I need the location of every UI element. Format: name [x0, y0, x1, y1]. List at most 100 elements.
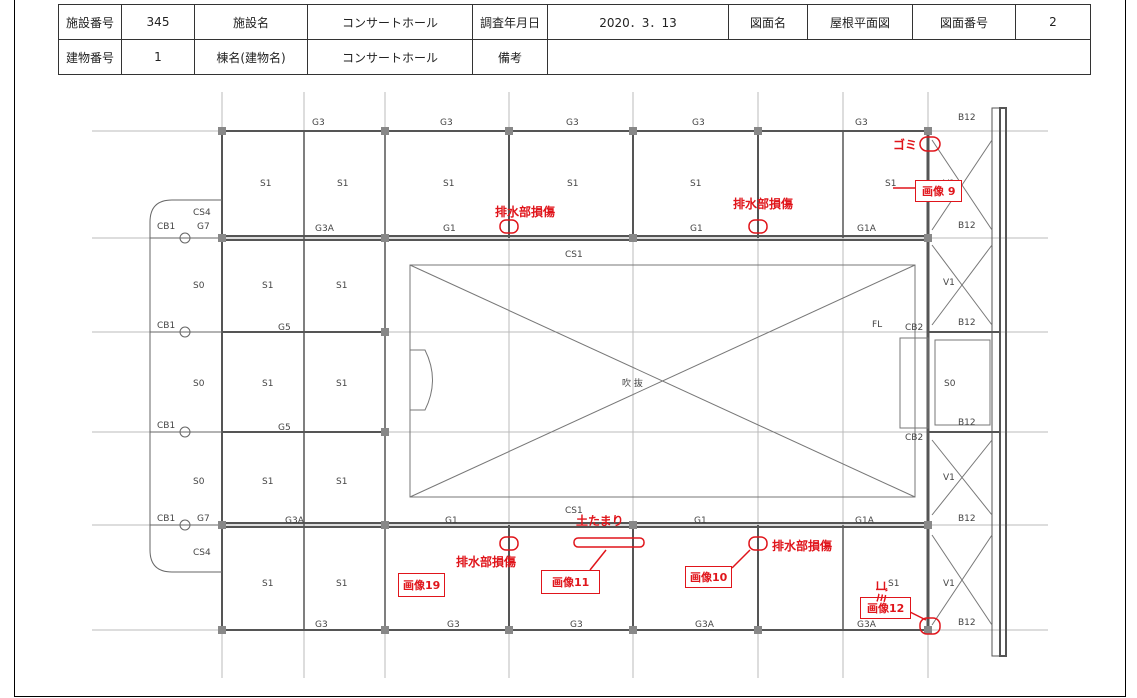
drain-marker-1	[499, 219, 519, 234]
beam-label: G3	[855, 118, 868, 128]
gomi-top-marker	[919, 136, 941, 152]
gomi-bottom-marker	[919, 617, 941, 635]
slab-label: S1	[337, 179, 348, 189]
slab-label: S1	[888, 579, 899, 589]
building-name-label: 棟名(建物名)	[194, 39, 308, 75]
slab-label: CB1	[157, 321, 175, 331]
drain-marker-3	[499, 536, 519, 551]
drain-damage-label-4: 排水部損傷	[772, 539, 833, 553]
slab-label: S1	[262, 579, 273, 589]
slab-label: S1	[262, 281, 273, 291]
slab-label: S1	[443, 179, 454, 189]
slab-label: S0	[193, 281, 205, 291]
beam-label: B12	[958, 418, 976, 428]
slab-label: S1	[567, 179, 578, 189]
slab-label: S1	[262, 379, 273, 389]
beam-label: G5	[278, 423, 291, 433]
photo19-tag: 画像19	[398, 573, 446, 597]
slab-label: S1	[262, 477, 273, 487]
survey-date-label: 調査年月日	[472, 4, 548, 40]
beam-label: G3A	[695, 620, 715, 630]
soil-pool-marker	[573, 537, 645, 548]
facility-name-value: コンサートホール	[307, 4, 473, 40]
remarks-value	[547, 39, 1091, 75]
beam-label: B12	[958, 514, 976, 524]
drain-damage-label-3: 排水部損傷	[456, 555, 517, 569]
drain-damage-label-2: 排水部損傷	[733, 197, 794, 211]
beam-label: G3A	[315, 224, 335, 234]
remarks-label: 備考	[472, 39, 548, 75]
column-marks	[218, 127, 932, 634]
beam-label: G1A	[855, 516, 875, 526]
document-frame	[14, 0, 1126, 697]
slab-label: CS4	[193, 208, 211, 218]
beam-label: G3	[570, 620, 583, 630]
beam-label: G3	[440, 118, 453, 128]
slab-label: S0	[193, 477, 205, 487]
beam-label: G5	[278, 323, 291, 333]
facility-number-value: 345	[121, 4, 195, 40]
beam-label: G3A	[285, 516, 305, 526]
damage-markers	[499, 136, 941, 635]
brace-label: V1	[943, 579, 955, 589]
slab-label: S1	[690, 179, 701, 189]
drain-damage-label-1: 排水部損傷	[495, 205, 556, 219]
photo10-tag: 画像10	[685, 566, 733, 588]
slab-label: CB1	[157, 222, 175, 232]
drawing-name-value: 屋根平面図	[807, 4, 913, 40]
brace-label: V1	[943, 473, 955, 483]
photo11-leader	[589, 549, 607, 571]
slab-label: S1	[336, 579, 347, 589]
beam-label: B12	[958, 221, 976, 231]
slab-label: CS1	[565, 506, 583, 516]
gomi-top-label: ゴミ	[893, 138, 918, 152]
beam-label: B12	[958, 113, 976, 123]
slab-label: S1	[885, 179, 896, 189]
slab-label: CB1	[157, 421, 175, 431]
beam-label: G7	[197, 514, 210, 524]
slab-label: CB1	[157, 514, 175, 524]
brace-label: V1	[943, 278, 955, 288]
slab-label: S1	[260, 179, 271, 189]
slab-label: S1	[336, 477, 347, 487]
slab-label: CB2	[905, 433, 923, 443]
beam-label: G3	[447, 620, 460, 630]
header-row-2: 建物番号 1 棟名(建物名) コンサートホール 備考	[58, 39, 1091, 75]
slab-label: S0	[193, 379, 205, 389]
beam-label: G7	[197, 222, 210, 232]
left-wing	[149, 199, 222, 573]
beam-label: G3A	[857, 620, 877, 630]
beam-label: G3	[692, 118, 705, 128]
drawing-number-label: 図面番号	[912, 4, 1016, 40]
photo11-tag: 画像11	[541, 570, 601, 594]
bracing-bays	[899, 139, 993, 626]
photo9-tag: 画像 9	[915, 180, 963, 202]
beam-label: G3	[315, 620, 328, 630]
atrium-label: 吹 抜	[622, 377, 643, 389]
slab-label: S0	[944, 379, 956, 389]
slab-label: CS1	[565, 250, 583, 260]
beam-label: G1	[694, 516, 707, 526]
gomi-bottom-label: ゴミ	[874, 580, 888, 605]
atrium-opening	[409, 264, 916, 498]
facility-number-label: 施設番号	[58, 4, 122, 40]
beam-label: B12	[958, 318, 976, 328]
building-name-value: コンサートホール	[307, 39, 473, 75]
level-label: FL	[872, 320, 882, 330]
header-row-1: 施設番号 345 施設名 コンサートホール 調査年月日 2020．3．13 図面…	[58, 4, 1091, 40]
photo12-tag: 画像12	[860, 597, 912, 619]
beam-label: G3	[312, 118, 325, 128]
beam-label: G1A	[857, 224, 877, 234]
drain-marker-2	[748, 219, 768, 234]
beam-label: B12	[958, 618, 976, 628]
photo12-leader	[909, 611, 927, 621]
photo10-leader	[731, 549, 751, 569]
drawing-info-table: 施設番号 345 施設名 コンサートホール 調査年月日 2020．3．13 図面…	[58, 4, 1091, 75]
beam-label: G3	[566, 118, 579, 128]
beam-label: G1	[443, 224, 456, 234]
drawing-number-value: 2	[1015, 4, 1091, 40]
slab-label: CB2	[905, 323, 923, 333]
slab-label: S1	[336, 379, 347, 389]
beam-label: G1	[690, 224, 703, 234]
